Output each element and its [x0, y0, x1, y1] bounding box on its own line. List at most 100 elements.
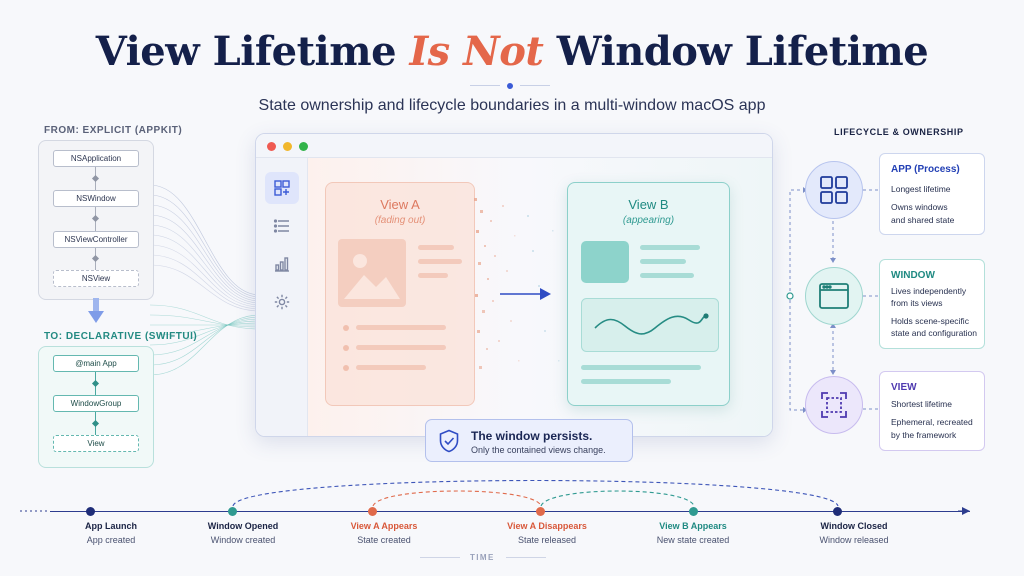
timeline-desc-app-launch: App created [86, 535, 136, 545]
view-transition-arrow-icon [500, 288, 551, 300]
callout-title: The window persists. [471, 429, 593, 443]
view-b-text-line [581, 365, 701, 370]
timeline-desc-view-a-disappears: State released [517, 535, 577, 545]
gear-icon [274, 294, 290, 310]
sidebar-item-settings[interactable] [265, 286, 299, 318]
window-info-line: from its views [891, 298, 943, 308]
timeline-desc-window-opened: Window created [210, 535, 276, 545]
title-part-2: Window Lifetime [556, 28, 929, 75]
timeline-axis [50, 511, 970, 512]
timeline-marker-view-a-appears [368, 507, 377, 516]
timeline-event-window-opened: Window Opened [207, 521, 279, 531]
view-b-text-line [581, 379, 671, 384]
view-b-subtitle: (appearing) [622, 215, 675, 226]
sidebar-item-layout[interactable] [265, 172, 299, 204]
appkit-connector-marker [91, 254, 100, 263]
window-info-box: WINDOW Lives independently from its view… [879, 259, 985, 349]
appkit-hierarchy-panel: NSApplication NSWindow NSViewController … [38, 140, 154, 300]
view-b-text-line [640, 273, 694, 278]
view-info-line: Ephemeral, recreated [891, 417, 973, 427]
timeline-marker-app-launch [86, 507, 95, 516]
appkit-connector-marker [91, 214, 100, 223]
appkit-node-nsapplication: NSApplication [53, 150, 139, 167]
title-part-1: View Lifetime [95, 28, 397, 75]
appkit-node-nsviewcontroller: NSViewController [53, 231, 139, 248]
sidebar-item-chart[interactable] [265, 248, 299, 280]
view-info-box: VIEW Shortest lifetime Ephemeral, recrea… [879, 371, 985, 451]
callout-text: Only the contained views change. [471, 445, 606, 455]
timeline-event-view-a-appears: View A Appears [350, 521, 418, 531]
close-window-button[interactable] [267, 142, 276, 151]
view-b-text-line [640, 259, 686, 264]
lifecycle-connectors [786, 187, 878, 413]
view-a-text-line [418, 273, 448, 278]
app-lifecycle-circle [805, 161, 863, 219]
window-info-line: Holds scene-specific [891, 316, 969, 326]
window-icon [819, 283, 849, 309]
timeline-marker-window-closed [833, 507, 842, 516]
window-titlebar[interactable] [256, 134, 772, 158]
title-divider-dot [507, 83, 513, 89]
swiftui-node-windowgroup: WindowGroup [53, 395, 139, 412]
app-info-line: Longest lifetime [891, 184, 951, 194]
view-a-list-bullet [343, 345, 349, 351]
minimize-window-button[interactable] [283, 142, 292, 151]
view-a-list-bullet [343, 325, 349, 331]
title-divider-right [520, 85, 550, 86]
window-lifecycle-circle [805, 267, 863, 325]
view-b-text-line [640, 245, 700, 250]
appkit-label: FROM: EXPLICIT (APPKIT) [44, 125, 183, 136]
view-a-list-line [356, 345, 446, 350]
timeline-desc-view-a-appears: State created [357, 535, 411, 545]
timeline-desc-window-closed: Window released [819, 535, 889, 545]
image-placeholder-icon [338, 239, 406, 307]
view-a-list-line [356, 365, 426, 370]
swiftui-hierarchy-panel: @main App WindowGroup View [38, 346, 154, 468]
view-b-card: View B (appearing) [567, 182, 730, 406]
window-info-line: state and configuration [891, 328, 978, 338]
timeline-event-window-closed: Window Closed [820, 521, 888, 531]
timeline-marker-window-opened [228, 507, 237, 516]
timeline-event-view-b-appears: View B Appears [659, 521, 727, 531]
app-info-line: Owns windows [891, 202, 948, 212]
appkit-node-nswindow: NSWindow [53, 190, 139, 207]
time-label-rule-right [506, 557, 546, 558]
swiftui-node-view: View [53, 435, 139, 452]
dissolve-particles [474, 198, 560, 369]
page-title: View Lifetime Is Not Window Lifetime [0, 28, 1024, 75]
transition-arrow-icon [88, 298, 104, 323]
title-accent: Is Not [409, 28, 544, 75]
view-info-title: VIEW [891, 382, 917, 393]
lifecycle-label: LIFECYCLE & OWNERSHIP [834, 127, 964, 137]
zoom-window-button[interactable] [299, 142, 308, 151]
swiftui-label: TO: DECLARATIVE (SWIFTUI) [44, 331, 198, 342]
appkit-node-nsview: NSView [53, 270, 139, 287]
shield-check-icon [439, 429, 459, 453]
timeline-event-view-a-disappears: View A Disappears [507, 521, 587, 531]
appkit-connector-marker [91, 174, 100, 183]
view-lifecycle-circle [805, 376, 863, 434]
timeline-marker-view-a-disappears [536, 507, 545, 516]
view-a-text-line [418, 245, 454, 250]
window-persists-callout: The window persists. Only the contained … [425, 419, 633, 462]
view-b-sparkline-chart [581, 298, 719, 352]
view-info-line: Shortest lifetime [891, 399, 952, 409]
view-a-subtitle: (fading out) [374, 215, 426, 226]
chart-icon [275, 257, 289, 272]
view-b-image-placeholder [581, 241, 629, 283]
timeline-event-app-launch: App Launch [85, 521, 137, 531]
window-info-title: WINDOW [891, 270, 935, 281]
window-info-line: Lives independently [891, 286, 967, 296]
app-info-box: APP (Process) Longest lifetime Owns wind… [879, 153, 985, 235]
view-a-card: View A (fading out) [325, 182, 475, 406]
swiftui-node-main-app: @main App [53, 355, 139, 372]
view-a-list-line [356, 325, 446, 330]
view-info-line: by the framework [891, 430, 957, 440]
app-grid-icon [820, 176, 848, 204]
sidebar-item-list[interactable] [265, 210, 299, 242]
view-a-list-bullet [343, 365, 349, 371]
view-a-text-line [418, 259, 462, 264]
time-axis-label: TIME [470, 553, 495, 562]
timeline-arcs [20, 479, 970, 515]
time-label-rule-left [420, 557, 460, 558]
